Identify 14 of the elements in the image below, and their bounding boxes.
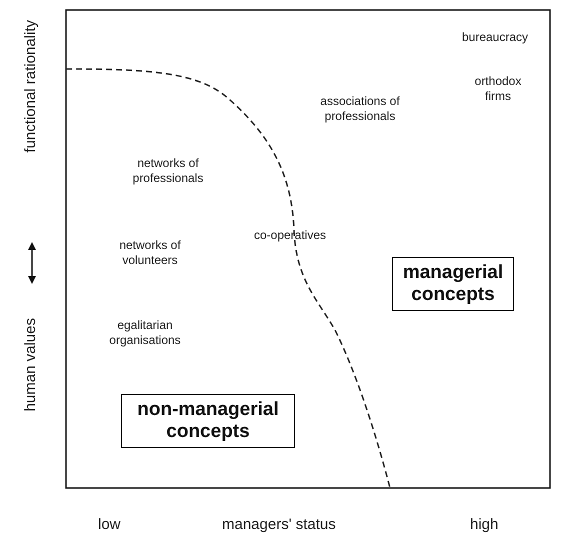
axis-tick-label: high <box>470 516 498 533</box>
group-label: orthodox firms <box>474 74 522 104</box>
axis-tick-label: low <box>98 516 121 533</box>
group-label: co-operatives <box>252 228 328 243</box>
group-label: egalitarian organisations <box>108 318 182 348</box>
group-label: networks of volunteers <box>118 238 182 268</box>
axis-title: functional rationality <box>22 20 39 153</box>
group-label: networks of professionals <box>132 156 204 186</box>
group-label: bureaucracy <box>460 30 530 45</box>
concept-box: non-managerial concepts <box>121 394 295 448</box>
axis-title: human values <box>22 318 39 412</box>
axis-title: managers' status <box>222 516 336 533</box>
group-label: associations of professionals <box>319 94 401 124</box>
concept-box: managerial concepts <box>392 257 514 311</box>
